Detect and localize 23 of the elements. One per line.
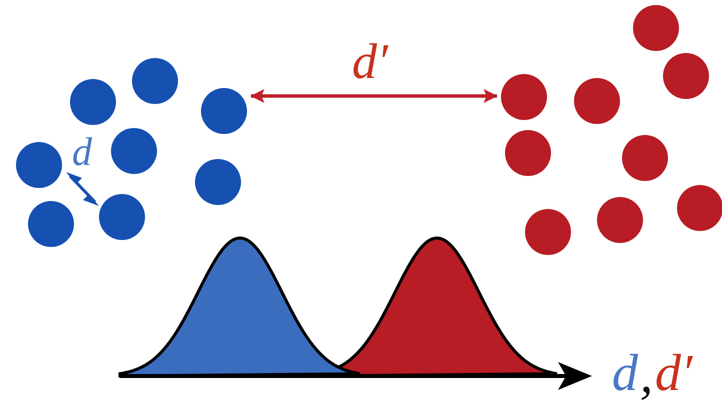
- dot-marker: [70, 79, 116, 125]
- axis-label: ,: [640, 350, 653, 402]
- dot-marker: [677, 185, 722, 231]
- dot-marker: [99, 194, 145, 240]
- dot-marker: [663, 53, 709, 99]
- dot-marker: [28, 201, 74, 247]
- edge-label: d′: [352, 36, 388, 86]
- dot-marker: [16, 142, 62, 188]
- dot-marker: [633, 5, 679, 51]
- dot-marker: [505, 130, 551, 176]
- dot-marker: [622, 135, 668, 181]
- dot-marker: [525, 209, 571, 255]
- double-arrow: [250, 89, 498, 103]
- dot-marker: [201, 88, 247, 134]
- dot-marker: [501, 74, 547, 120]
- axis-label: d′: [655, 348, 692, 400]
- dot-marker: [574, 78, 620, 124]
- dot-marker: [111, 128, 157, 174]
- dot-marker: [597, 197, 643, 243]
- distance-label: d: [72, 132, 92, 172]
- axis-label: d: [612, 348, 638, 400]
- dot-marker: [195, 159, 241, 205]
- dot-marker: [132, 58, 178, 104]
